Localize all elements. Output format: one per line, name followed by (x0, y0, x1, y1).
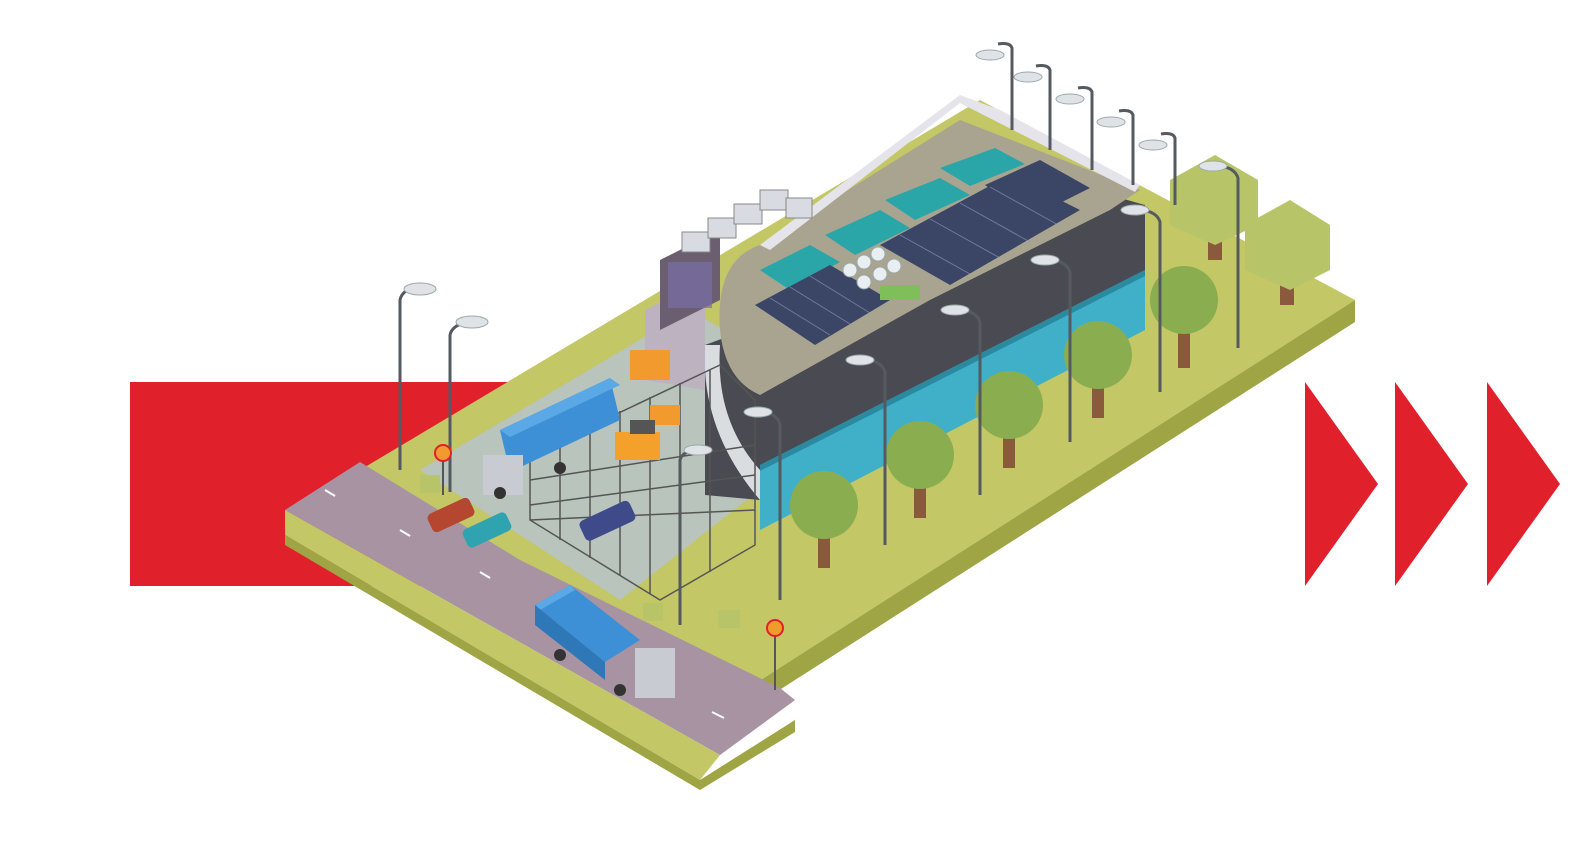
rooftop-pool (885, 178, 970, 220)
tree (975, 371, 1043, 468)
chevron-right-icon (1395, 382, 1468, 586)
lamp-heads (403, 49, 1228, 456)
forklift (615, 420, 660, 460)
building (645, 95, 1145, 530)
solar-array (755, 160, 1090, 345)
chevron-right-icon (1305, 382, 1378, 586)
rooftop-pool (825, 210, 910, 255)
water-tanks (842, 246, 902, 290)
chevron-right-icon (1487, 382, 1560, 586)
tree (1150, 266, 1218, 368)
tree-block (1170, 155, 1258, 260)
truck-road (535, 585, 675, 698)
trees (790, 155, 1330, 568)
cars (427, 497, 636, 548)
truck-yard (483, 378, 620, 499)
tree-block (1245, 200, 1330, 305)
tree (1064, 321, 1132, 418)
road-signs (434, 444, 784, 690)
cargo-boxes (630, 350, 680, 425)
rooftop-pool (940, 148, 1025, 186)
tree (886, 421, 954, 518)
tree (790, 471, 858, 568)
rooftop-pool (760, 245, 840, 290)
chevron-arrows (1305, 382, 1560, 586)
bushes (420, 475, 740, 628)
ac-units (681, 189, 813, 253)
